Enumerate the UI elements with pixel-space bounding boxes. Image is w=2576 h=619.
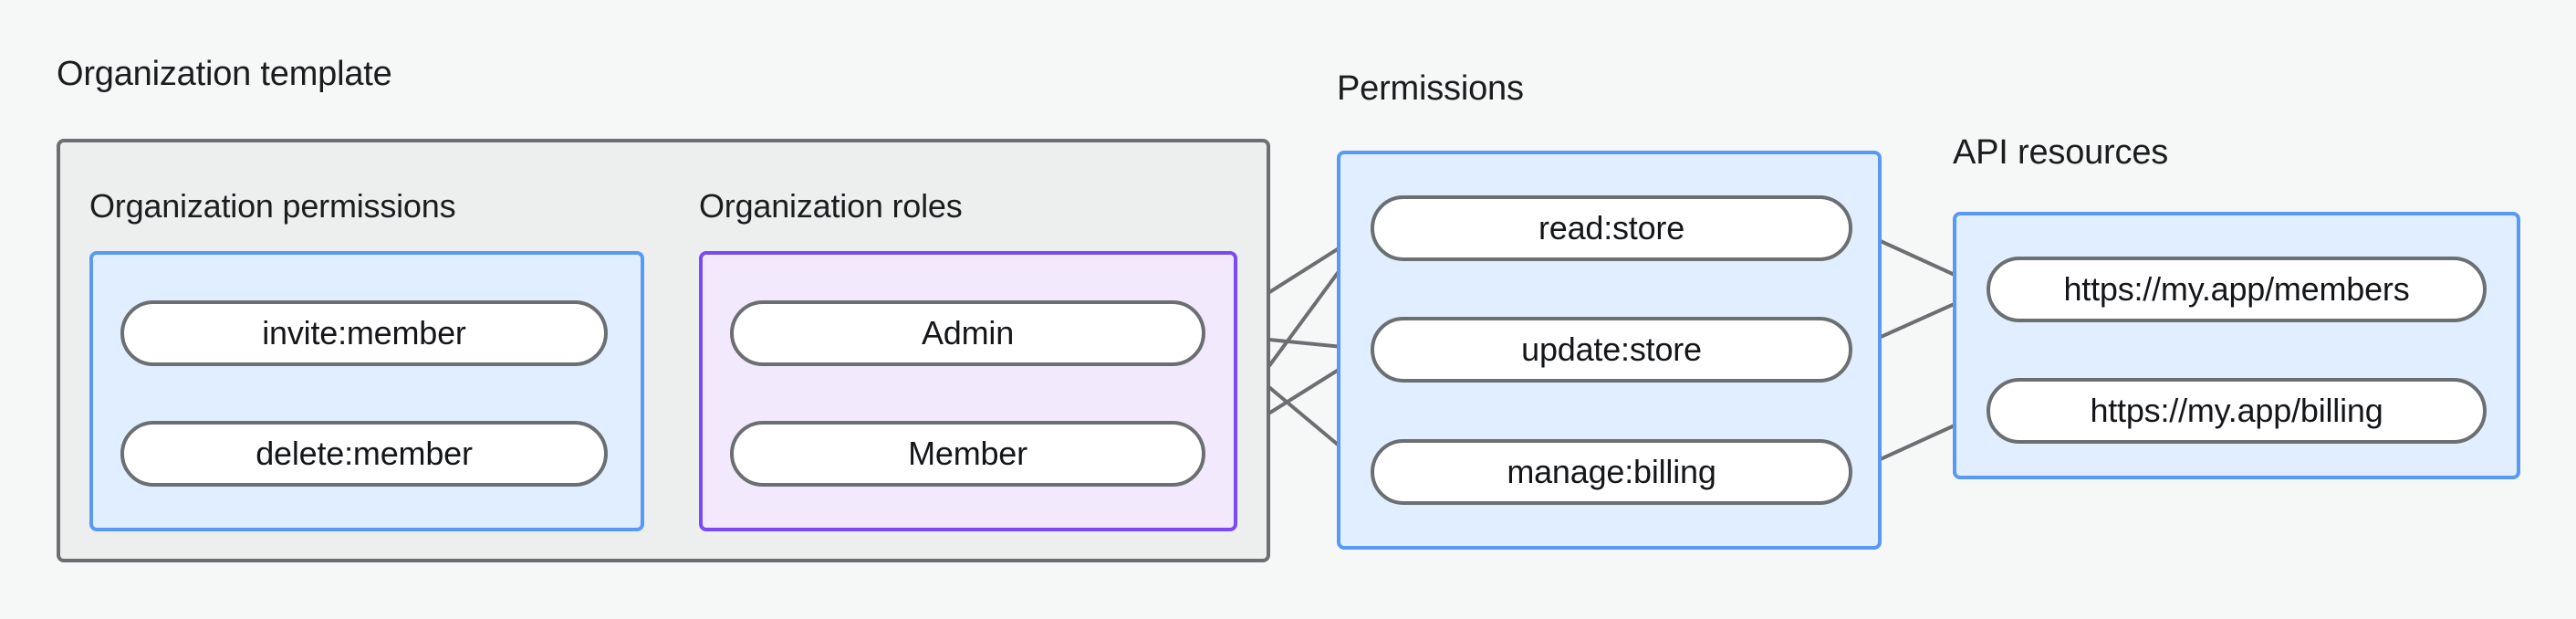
organization-permissions-container: [89, 251, 644, 531]
permissions-title: Permissions: [1337, 69, 1524, 108]
node-admin[interactable]: Admin: [730, 300, 1205, 366]
node-read-store[interactable]: read:store: [1371, 195, 1852, 261]
organization-roles-container: [699, 251, 1237, 531]
node-billing-url[interactable]: https://my.app/billing: [1987, 378, 2487, 444]
node-update-store[interactable]: update:store: [1371, 317, 1852, 383]
node-invite-member[interactable]: invite:member: [120, 300, 608, 366]
node-delete-member[interactable]: delete:member: [120, 421, 608, 487]
organization-roles-title: Organization roles: [699, 187, 963, 225]
node-member[interactable]: Member: [730, 421, 1205, 487]
node-manage-billing[interactable]: manage:billing: [1371, 439, 1852, 505]
organization-permissions-title: Organization permissions: [89, 187, 456, 225]
api-resources-title: API resources: [1953, 133, 2169, 172]
node-members-url[interactable]: https://my.app/members: [1987, 257, 2487, 322]
organization-template-title: Organization template: [57, 55, 392, 93]
